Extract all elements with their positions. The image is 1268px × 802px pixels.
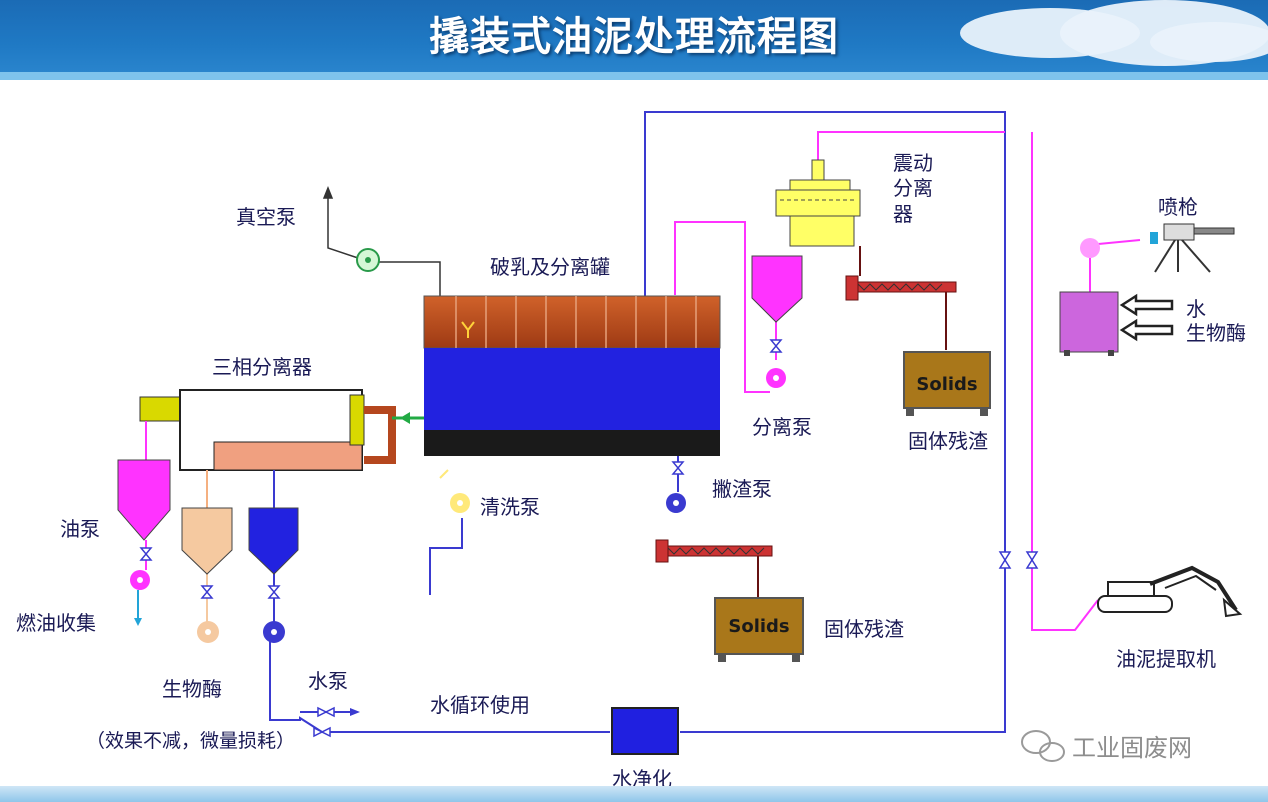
label-skimming-pump: 撇渣泵 (712, 477, 772, 501)
separator-hopper-magenta (751, 255, 803, 323)
label-bio-enzyme-left: 生物酶 (162, 677, 222, 701)
oil-pump-icon (130, 570, 150, 590)
bio-enzyme-pump-icon (197, 621, 219, 643)
solids-bin-bottom (714, 597, 804, 662)
label-oil-pump: 油泵 (60, 517, 100, 541)
wechat-icon (1021, 730, 1065, 762)
oil-hopper (117, 459, 171, 541)
vibrating-separator (775, 159, 861, 247)
label-breaking-tank: 破乳及分离罐 (490, 255, 610, 279)
cleaning-spray-mark (439, 469, 449, 479)
separation-pump-icon (766, 368, 786, 388)
label-effect-note: （效果不减，微量损耗） (86, 730, 296, 752)
bio-enzyme-hopper (181, 507, 233, 575)
label-solid-residue-top: 固体残渣 (908, 429, 988, 453)
footer-band (0, 786, 1268, 802)
label-spray-gun: 喷枪 (1158, 195, 1198, 219)
label-water: 水 (1186, 297, 1206, 321)
water-pump-icon (263, 621, 285, 643)
vacuum-pump-icon (356, 248, 380, 272)
water-circulation-line (269, 111, 1006, 733)
label-water-pump: 水泵 (308, 669, 348, 693)
cloud-decoration (1150, 22, 1268, 62)
label-vibrating-separator-3: 器 (893, 202, 913, 226)
spray-gun (1080, 223, 1235, 273)
banner-stripe (0, 72, 1268, 80)
label-water-recycle: 水循环使用 (430, 693, 530, 717)
label-solid-residue-bottom: 固体残渣 (824, 617, 904, 641)
solids-bin-top (903, 351, 991, 416)
enzyme-tank (1059, 291, 1119, 356)
label-water-purification: 水净化 (612, 767, 672, 791)
label-vibrating-separator-2: 分离 (893, 176, 933, 200)
page-title: 撬装式油泥处理流程图 (429, 14, 839, 60)
cleaning-line (429, 518, 463, 595)
vacuum-line (322, 185, 441, 296)
title-banner (0, 0, 1268, 80)
label-sludge-extractor: 油泥提取机 (1116, 647, 1216, 671)
watermark-text: 工业固废网 (1072, 734, 1192, 762)
input-arrow-icon (1119, 293, 1174, 342)
water-pump-outlet-arrow (350, 708, 360, 716)
cleaning-pump-icon (450, 493, 470, 513)
label-bio-enzyme-right: 生物酶 (1186, 321, 1246, 345)
label-vibrating-separator-1: 震动 (893, 151, 933, 175)
label-vacuum-pump: 真空泵 (236, 205, 296, 229)
solids-label-bottom: Solids (728, 616, 790, 637)
label-cleaning-pump: 清洗泵 (480, 495, 540, 519)
fuel-collection-arrow (134, 618, 142, 626)
water-hopper (248, 507, 299, 575)
label-fuel-collection: 燃油收集 (16, 611, 96, 635)
skimming-pump-icon (666, 493, 686, 513)
label-three-phase-separator: 三相分离器 (212, 355, 312, 379)
solids-label-top: Solids (916, 374, 978, 395)
valve-icons (139, 339, 1039, 738)
screw-conveyor-top (845, 246, 957, 350)
label-separation-pump: 分离泵 (752, 415, 812, 439)
screw-conveyor-bottom (655, 539, 773, 600)
sludge-extractor-machine (1097, 565, 1243, 618)
water-purification-unit (611, 707, 679, 755)
three-phase-separator (139, 389, 424, 471)
breaking-separation-tank (423, 295, 721, 456)
